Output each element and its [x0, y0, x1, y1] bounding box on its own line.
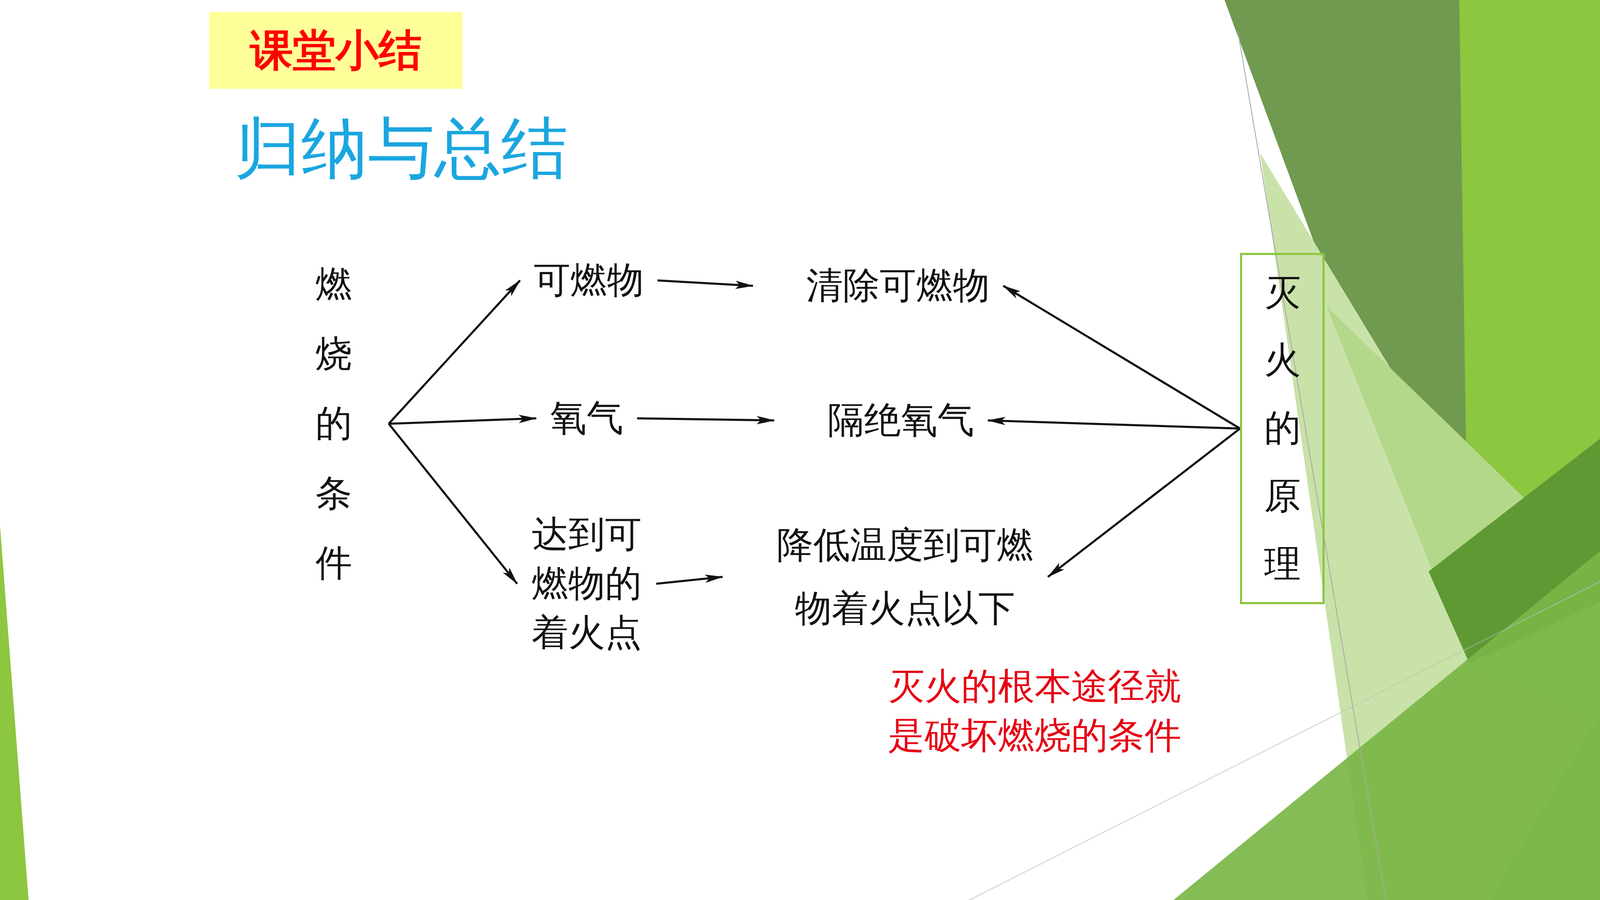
node-text: 燃烧的条件 — [315, 249, 353, 598]
node-text: 降低温度到可燃物着火点以下 — [775, 513, 1035, 640]
slide-title: 归纳与总结 — [234, 111, 568, 185]
condition-text: 氧气 — [546, 392, 627, 444]
thin-line — [1237, 30, 1386, 900]
node-text: 可燃物 — [533, 258, 644, 303]
arrow-connector — [1047, 428, 1240, 578]
condition-text: 可燃物 — [530, 255, 648, 306]
method-text: 清除可燃物 — [802, 260, 993, 312]
vertical-heading: 燃烧的条件 — [312, 246, 356, 602]
section-tag: 课堂小结 — [209, 12, 463, 89]
arrow-connector — [987, 420, 1240, 429]
arrow-connector — [656, 577, 723, 585]
bottom-green-triangle — [1173, 550, 1600, 900]
arrow-connector — [637, 418, 775, 421]
node-text: 隔绝氧气 — [827, 398, 975, 443]
note-text: 灭火的根本途径就是破坏燃烧的条件 — [887, 661, 1183, 760]
method-text: 降低温度到可燃物着火点以下 — [772, 510, 1038, 644]
arrow-connector — [388, 423, 518, 584]
condition-text: 达到可燃物的着火点 — [527, 506, 646, 661]
arrow-connector — [388, 418, 537, 424]
node-text: 氧气 — [550, 396, 624, 441]
node-text: 课堂小结 — [250, 24, 422, 77]
principle-box: 灭火的原理 — [1240, 252, 1325, 605]
arrow-connector — [657, 280, 753, 286]
node-text: 灭火的原理 — [1264, 259, 1301, 599]
arrow-connector — [1003, 285, 1240, 429]
node-text: 清除可燃物 — [806, 263, 990, 308]
method-text: 隔绝氧气 — [824, 395, 978, 446]
left-green-triangle — [0, 525, 29, 900]
arrow-connector — [388, 280, 520, 424]
node-text: 达到可燃物的着火点 — [530, 510, 643, 658]
